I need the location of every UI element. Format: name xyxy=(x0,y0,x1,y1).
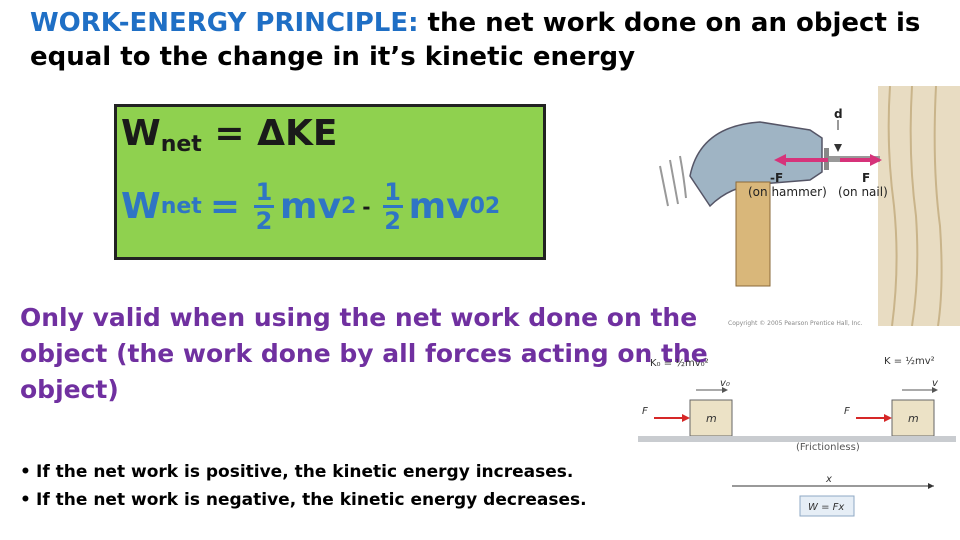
w-symbol: W xyxy=(121,113,161,154)
net-subscript: net xyxy=(160,132,202,157)
wood-grain xyxy=(909,86,919,326)
hammer-head xyxy=(689,121,823,208)
force-label: F xyxy=(642,406,648,417)
d-label: d xyxy=(834,107,843,121)
wood-board xyxy=(878,86,960,326)
mass-label: m xyxy=(908,412,919,425)
equals-sign: = xyxy=(214,113,245,154)
work-equation-label: W = Fx xyxy=(808,502,844,513)
net-subscript: net xyxy=(160,194,202,219)
copyright-notice: Copyright © 2005 Pearson Prentice Hall, … xyxy=(728,320,863,327)
initial-ke-label: K₀ = ½mv₀² xyxy=(650,357,709,369)
x-label: x xyxy=(825,474,832,485)
mv-initial: mv xyxy=(408,186,470,227)
neg-f-label: -F xyxy=(770,171,783,185)
right-arrowhead-icon xyxy=(870,154,882,166)
numerator: 1 xyxy=(384,178,401,206)
final-ke-label: K = ½mv² xyxy=(884,355,935,367)
fraction-bar xyxy=(254,205,274,208)
v0-label: v₀ xyxy=(720,378,730,389)
denominator: 2 xyxy=(255,207,273,235)
title-lead: WORK-ENERGY PRINCIPLE: xyxy=(30,8,419,38)
force-arrowhead-icon xyxy=(682,414,690,422)
f-label: F xyxy=(862,171,870,185)
w-symbol: W xyxy=(121,186,161,227)
hammer-handle xyxy=(735,181,771,287)
denominator: 2 xyxy=(384,207,401,235)
bullet-icon: • xyxy=(20,490,31,510)
v-label: v xyxy=(932,378,939,389)
title-rest: the net work done on an object is equal … xyxy=(30,8,921,72)
list-item: •If the net work is positive, the kineti… xyxy=(20,458,700,486)
equals-sign: = xyxy=(209,186,240,227)
frictionless-label: (Frictionless) xyxy=(796,442,860,453)
bullet-icon: • xyxy=(20,462,31,482)
wood-grain xyxy=(887,86,898,326)
bullet-text: If the net work is negative, the kinetic… xyxy=(36,490,587,510)
on-nail-label: (on nail) xyxy=(838,185,888,199)
on-hammer-label: (on hammer) xyxy=(748,185,827,199)
bullet-text: If the net work is positive, the kinetic… xyxy=(36,462,574,482)
surface xyxy=(638,436,956,442)
minus-sign: - xyxy=(362,194,371,219)
hammer-nail-figure: d -F F (on hammer) (on nail) xyxy=(659,86,960,326)
left-arrowhead-icon xyxy=(774,154,786,166)
d-arrow-icon xyxy=(834,144,842,152)
delta-ke: ΔKE xyxy=(257,113,338,154)
motion-lines xyxy=(659,155,687,207)
numerator: 1 xyxy=(255,178,273,206)
v-arrowhead-icon xyxy=(932,387,938,393)
fraction-bar xyxy=(382,205,403,208)
v0-arrowhead-icon xyxy=(722,387,728,393)
displacement-arrowhead-icon xyxy=(928,483,934,489)
force-arrowhead-icon xyxy=(884,414,892,422)
list-item: •If the net work is negative, the kineti… xyxy=(20,486,700,514)
zero-subscript: 0 xyxy=(469,194,485,219)
force-label: F xyxy=(844,406,850,417)
mass-label: m xyxy=(706,412,717,425)
slide-title: WORK-ENERGY PRINCIPLE: the net work done… xyxy=(30,6,940,74)
work-energy-blocks-figure: K₀ = ½mv₀² K = ½mv² v₀ v m m F F (Fricti… xyxy=(638,355,956,517)
mv-final: mv xyxy=(280,186,341,227)
work-equation-box xyxy=(799,495,855,517)
work-energy-equation: Wnet = ΔKE xyxy=(121,113,337,157)
validity-note: Only valid when using the net work done … xyxy=(20,303,708,404)
square-exponent: 2 xyxy=(484,194,501,219)
square-exponent: 2 xyxy=(340,194,357,219)
wood-grain xyxy=(933,86,943,326)
bullet-list: •If the net work is positive, the kineti… xyxy=(20,458,700,514)
